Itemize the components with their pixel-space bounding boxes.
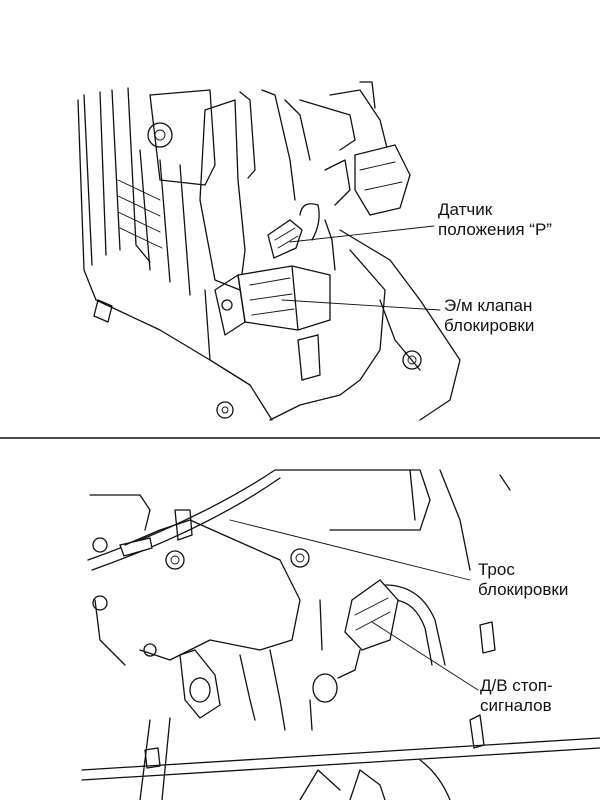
callout-lock-cable: Трос блокировки — [478, 560, 568, 600]
callout-stop-switch-line2: сигналов — [480, 696, 552, 715]
callout-stop-switch: Д/В стоп- сигналов — [480, 676, 553, 716]
callout-lock-solenoid-line1: Э/м клапан — [444, 296, 533, 315]
bottom-illustration — [81, 469, 600, 800]
top-illustration — [77, 81, 461, 421]
callout-lock-solenoid: Э/м клапан блокировки — [444, 296, 534, 336]
callout-stop-switch-line1: Д/В стоп- — [480, 676, 553, 695]
leader-stop-switch — [371, 621, 479, 691]
leader-lock-cable — [229, 519, 471, 581]
callout-lock-cable-line2: блокировки — [478, 580, 569, 599]
leader-p-sensor — [289, 225, 435, 243]
leader-lock-solenoid — [281, 299, 441, 311]
callout-p-sensor-line1: Датчик — [438, 200, 493, 219]
callout-lock-cable-line1: Трос — [478, 560, 515, 579]
callout-p-sensor-line2: положения “P” — [438, 220, 552, 239]
callout-lock-solenoid-line2: блокировки — [444, 316, 535, 335]
callout-p-sensor: Датчик положения “P” — [438, 200, 552, 240]
